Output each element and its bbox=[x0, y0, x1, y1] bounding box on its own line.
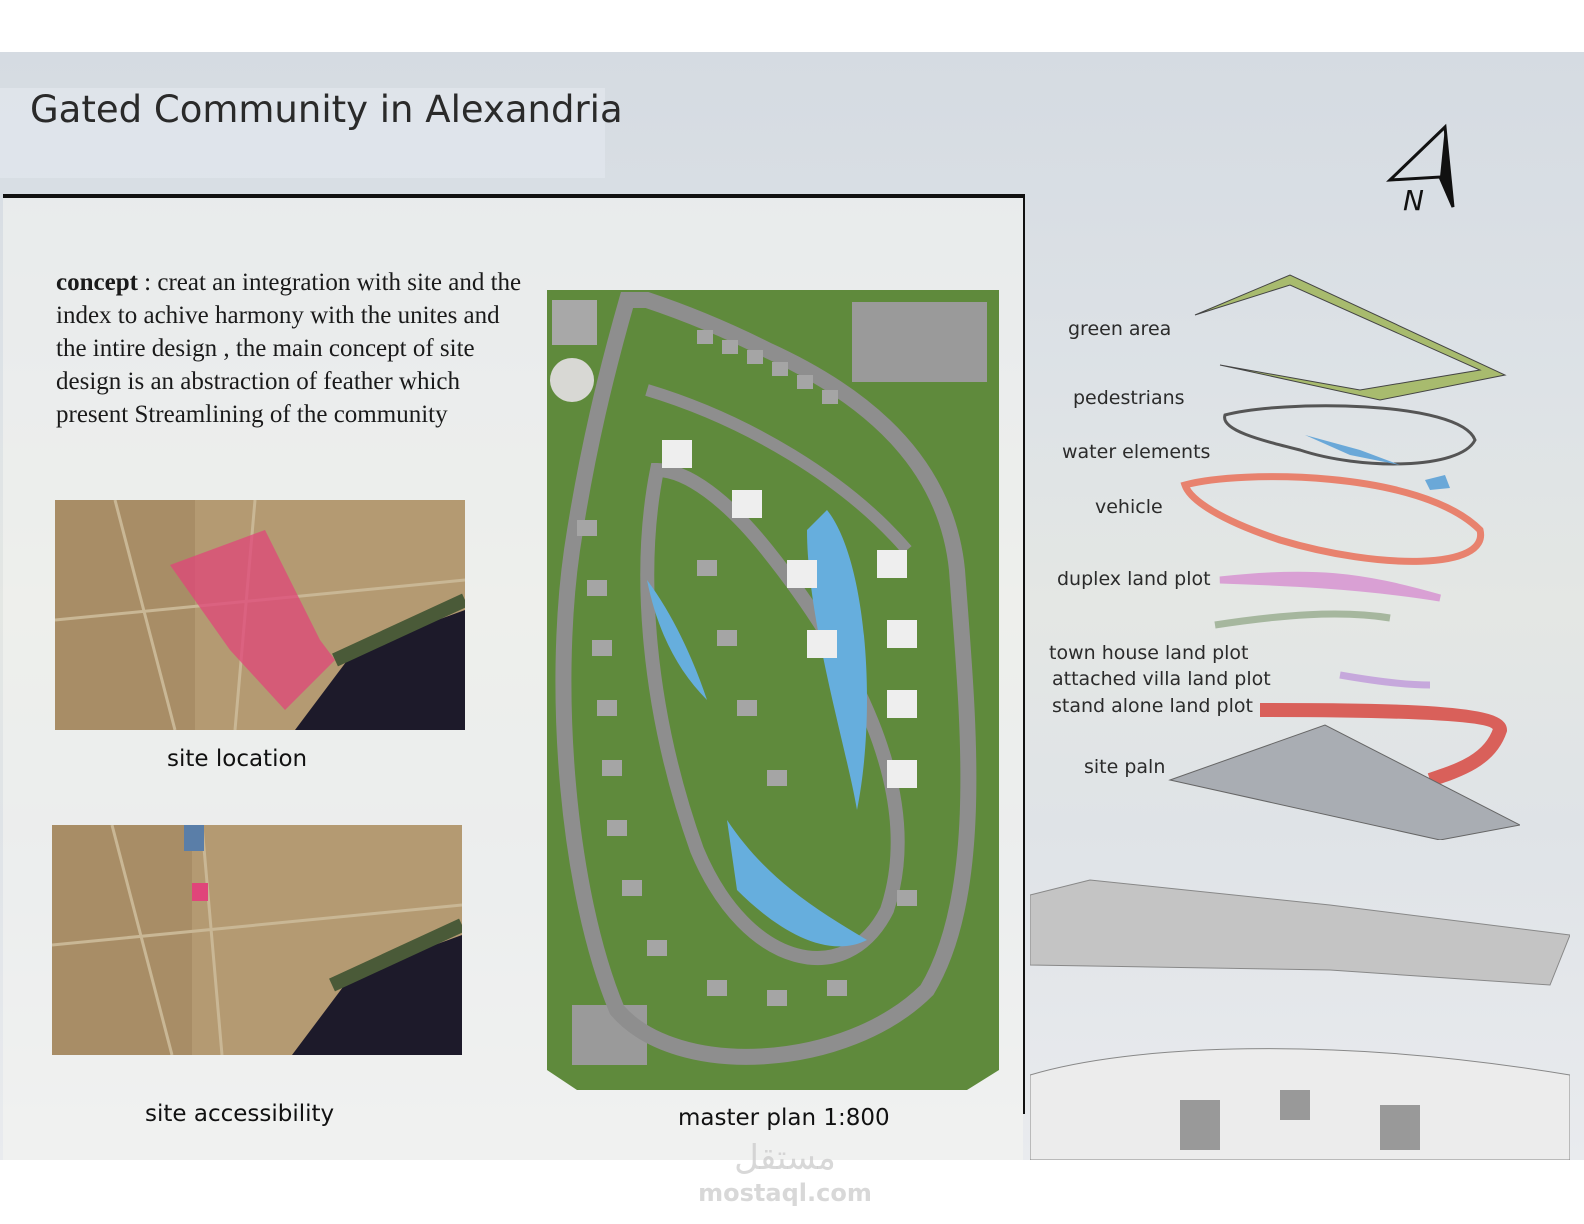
concept-label: concept bbox=[56, 269, 138, 296]
massing-renders bbox=[1029, 875, 1571, 1161]
layer-standalone bbox=[1259, 703, 1508, 787]
layer-duplex bbox=[1219, 571, 1441, 602]
layer-label-vehicle: vehicle bbox=[1095, 496, 1163, 518]
layer-label-pedestrians: pedestrians bbox=[1073, 387, 1185, 409]
layer-label-site-plan: site paln bbox=[1084, 756, 1166, 778]
master-plan-caption: master plan 1:800 bbox=[678, 1105, 890, 1131]
watermark: مستقل mostaql.com bbox=[690, 1138, 880, 1208]
site-location-map bbox=[55, 500, 465, 730]
watermark-site: mostaql.com bbox=[698, 1179, 872, 1207]
layer-label-green-area: green area bbox=[1068, 318, 1172, 340]
layer-label-standalone: stand alone land plot bbox=[1052, 695, 1253, 717]
site-accessibility-caption: site accessibility bbox=[145, 1101, 335, 1127]
title-box bbox=[0, 88, 605, 178]
buildings bbox=[577, 330, 917, 1006]
layer-water-elements bbox=[1305, 435, 1400, 465]
villa-buildings bbox=[662, 440, 917, 788]
layer-label-townhouse: town house land plot bbox=[1049, 642, 1249, 664]
exploded-layers-diagram bbox=[1160, 270, 1522, 841]
site-accessibility-map bbox=[52, 825, 462, 1055]
site-boundary-highlight bbox=[170, 530, 335, 710]
page-title: Gated Community in Alexandria bbox=[30, 88, 623, 131]
layer-site-plan bbox=[1168, 724, 1522, 841]
master-plan bbox=[547, 290, 999, 1090]
north-arrow: N bbox=[1385, 122, 1460, 222]
layer-green-area bbox=[1194, 274, 1507, 401]
site-location-caption: site location bbox=[167, 746, 308, 772]
frame-divider-right bbox=[1023, 194, 1025, 1114]
access-marker-blue bbox=[184, 825, 204, 851]
layer-label-water-elements: water elements bbox=[1062, 441, 1211, 463]
layer-pedestrians bbox=[1223, 404, 1477, 466]
layer-label-duplex: duplex land plot bbox=[1057, 568, 1211, 590]
layer-attached-villa bbox=[1339, 671, 1431, 689]
concept-paragraph: concept : creat an integration with site… bbox=[56, 266, 531, 431]
layer-townhouse bbox=[1214, 610, 1391, 629]
access-marker-pink bbox=[192, 883, 208, 901]
watermark-arabic: مستقل bbox=[734, 1138, 836, 1178]
north-arrow-icon bbox=[1386, 123, 1455, 208]
frame-divider-top bbox=[3, 194, 1025, 198]
layer-vehicle bbox=[1180, 473, 1484, 565]
layer-label-attached-villa: attached villa land plot bbox=[1052, 668, 1271, 690]
concept-text: : creat an integration with site and the… bbox=[56, 269, 522, 428]
north-label: N bbox=[1403, 184, 1424, 217]
